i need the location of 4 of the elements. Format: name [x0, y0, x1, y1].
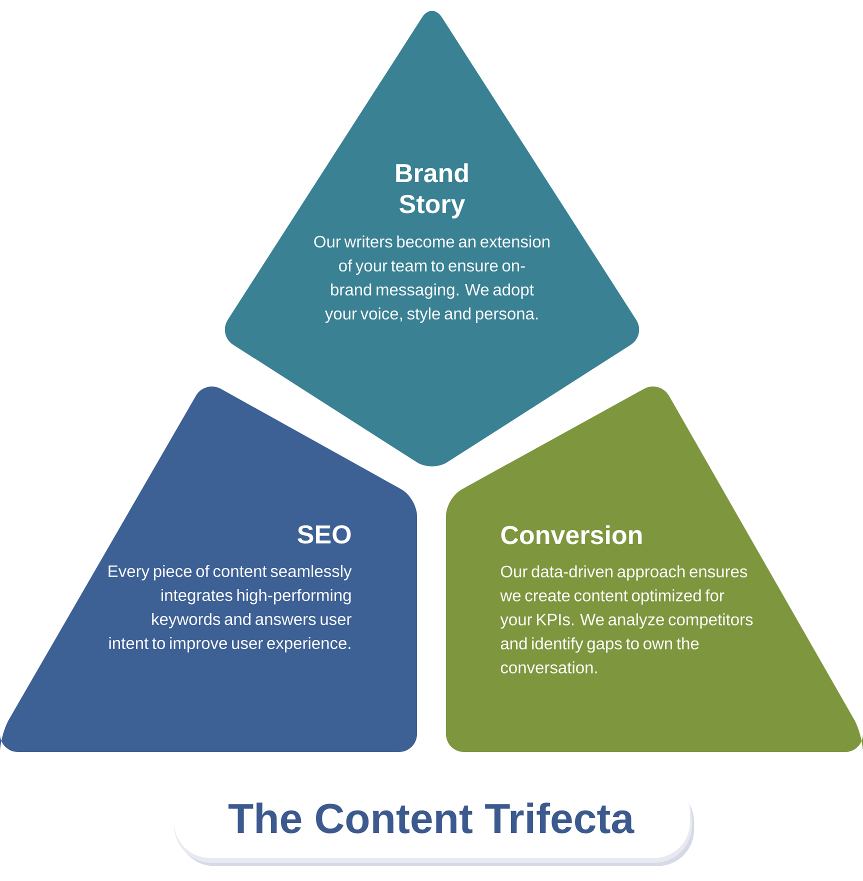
panel: Conversion Our data-driven approach ensures we create content optimized for your KPIs. We analyze competitors and identify gaps to own the conversation.: [446, 386, 863, 753]
panel: SEO Every piece of content seamlessly integrates high-performing keywords and answers user intent to improve user experience.: [0, 386, 417, 753]
title-pill: The Content Trifecta: [174, 777, 694, 866]
panel: Brand Story Our writers become an extension of your team to ensure on-brand messaging. We adopt your voice, style and persona.: [224, 10, 640, 466]
